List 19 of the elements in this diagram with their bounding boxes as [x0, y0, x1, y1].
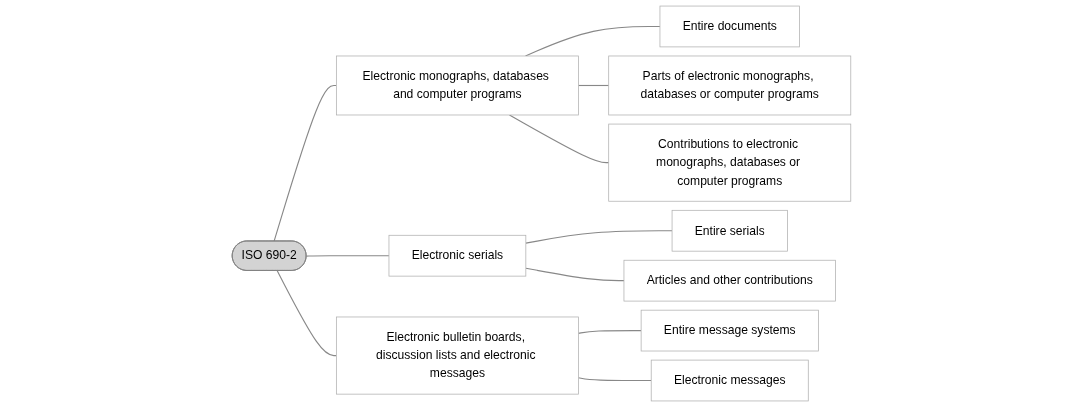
connector — [273, 84, 337, 242]
node-box: Parts of electronic monographs, databases or computer programs — [608, 55, 852, 116]
node-box: Electronic serials — [388, 234, 527, 277]
connector — [577, 330, 642, 334]
connector — [525, 267, 625, 282]
connector — [305, 255, 390, 257]
connector — [525, 230, 673, 244]
node-box: Electronic messages — [650, 359, 809, 402]
connector — [276, 270, 337, 357]
node-box: Entire message systems — [640, 309, 819, 352]
node-box: Contributions to electronic monographs, databases or computer programs — [608, 123, 852, 202]
node-box: Articles and other contributions — [623, 259, 836, 302]
node-box: Electronic bulletin boards, discussion lists and electronic messages — [336, 316, 579, 395]
connector — [508, 114, 610, 164]
node-box: Entire documents — [659, 5, 800, 48]
connector — [577, 377, 652, 382]
node-box: Entire serials — [671, 209, 788, 252]
node-box: Electronic monographs, databases and computer programs — [336, 55, 579, 116]
connector — [577, 84, 610, 87]
